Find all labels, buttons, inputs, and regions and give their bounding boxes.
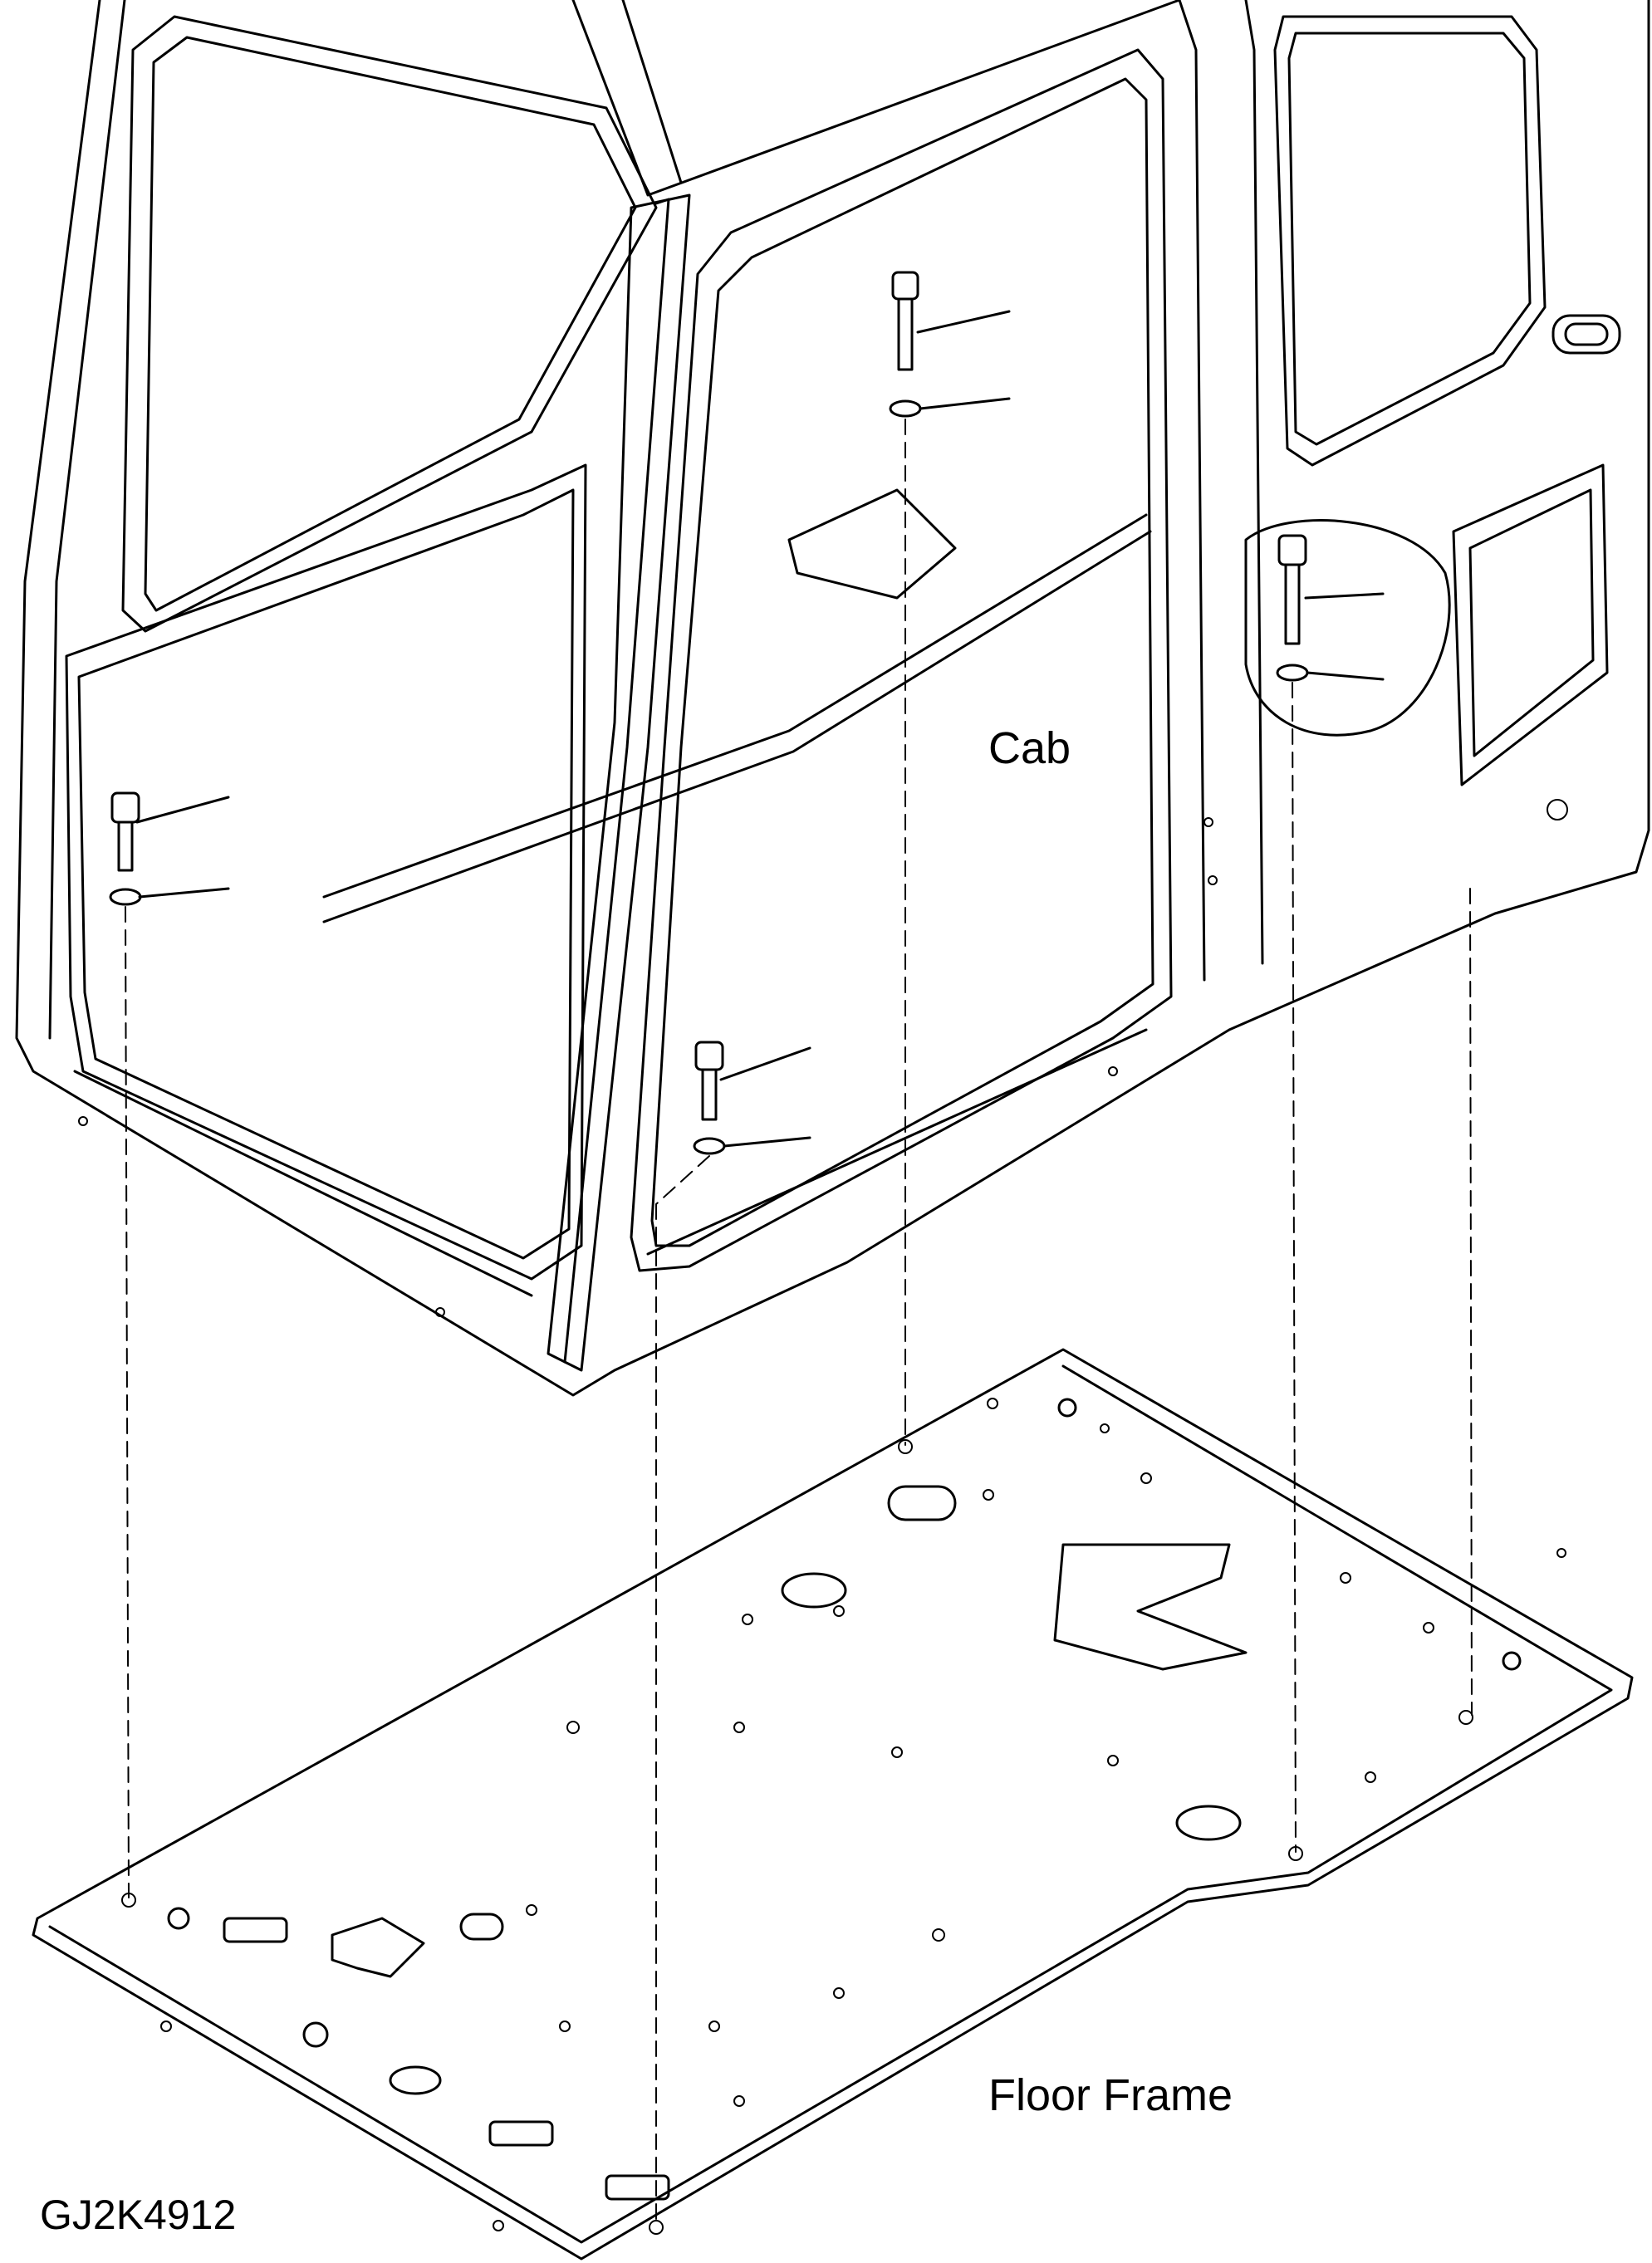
floor-frame-label: Floor Frame <box>988 2070 1233 2120</box>
floor-frame <box>32 1348 1634 2261</box>
bolt-icon <box>110 791 140 824</box>
bolt-set-3 <box>109 791 230 906</box>
floor-plate <box>32 1348 1634 2261</box>
left-side-window <box>121 15 658 633</box>
bolt-set-2 <box>1276 534 1385 682</box>
door-window <box>1273 15 1547 467</box>
washer-icon <box>1276 664 1309 682</box>
floor-holes <box>167 1398 1522 2201</box>
front-window-opening <box>630 48 1173 1272</box>
cab-body <box>15 0 1650 1397</box>
bolt-set-4 <box>693 1041 811 1155</box>
bolt-icon <box>1277 534 1307 566</box>
bolt-set-1 <box>889 271 1011 418</box>
alignment-lines <box>125 419 1473 2226</box>
front-pillar <box>547 193 691 1372</box>
washer-icon <box>109 888 142 906</box>
door-handle <box>1552 314 1621 355</box>
cab-label: Cab <box>988 723 1071 773</box>
washer-icon <box>693 1137 726 1155</box>
bolt-icon <box>891 271 919 301</box>
small-holes <box>78 799 1568 2235</box>
figure-code: GJ2K4912 <box>40 2192 237 2238</box>
washer-icon <box>889 399 922 418</box>
bolt-icon <box>694 1041 724 1071</box>
